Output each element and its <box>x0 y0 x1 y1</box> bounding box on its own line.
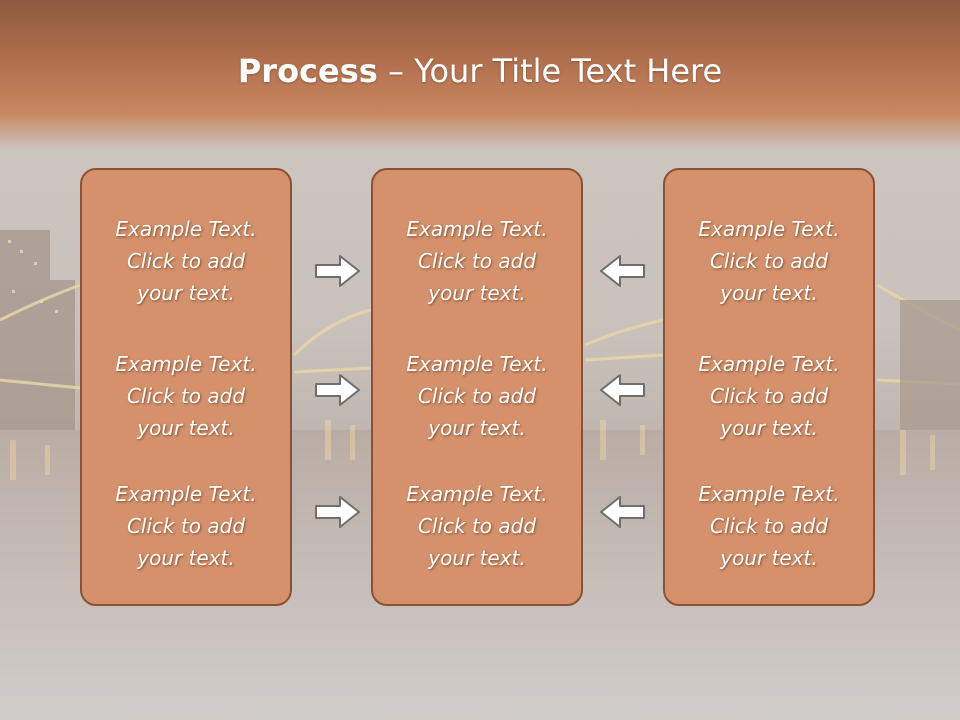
text-line: Example Text. <box>406 352 548 376</box>
text-line: Click to add <box>126 249 246 273</box>
text-block[interactable]: Example Text. Click to add your text. <box>373 478 581 574</box>
text-line: Click to add <box>417 384 537 408</box>
text-block[interactable]: Example Text. Click to add your text. <box>665 348 873 444</box>
bridge-left <box>0 283 372 390</box>
text-line: Example Text. <box>115 352 257 376</box>
right-text-panel[interactable]: Example Text. Click to add your text. Ex… <box>663 168 875 606</box>
text-line: Click to add <box>126 514 246 538</box>
text-line: Click to add <box>709 384 829 408</box>
right-arrow-icon <box>315 496 360 528</box>
text-line: your text. <box>137 546 235 570</box>
text-block[interactable]: Example Text. Click to add your text. <box>665 213 873 309</box>
text-line: Click to add <box>417 514 537 538</box>
text-block[interactable]: Example Text. Click to add your text. <box>82 348 290 444</box>
text-line: Click to add <box>709 514 829 538</box>
text-line: Click to add <box>126 384 246 408</box>
text-line: your text. <box>428 546 526 570</box>
text-block[interactable]: Example Text. Click to add your text. <box>373 348 581 444</box>
text-line: your text. <box>137 281 235 305</box>
text-line: Click to add <box>417 249 537 273</box>
text-line: Click to add <box>709 249 829 273</box>
left-text-panel[interactable]: Example Text. Click to add your text. Ex… <box>80 168 292 606</box>
title-bold: Process <box>237 52 378 90</box>
center-text-panel[interactable]: Example Text. Click to add your text. Ex… <box>371 168 583 606</box>
skyline-right <box>900 300 960 430</box>
left-arrow-icon <box>600 255 645 287</box>
slide-title[interactable]: Process – Your Title Text Here <box>0 52 960 90</box>
text-line: Example Text. <box>698 352 840 376</box>
text-line: your text. <box>137 416 235 440</box>
text-block[interactable]: Example Text. Click to add your text. <box>373 213 581 309</box>
title-band <box>0 0 960 150</box>
left-arrow-icon <box>600 496 645 528</box>
right-arrow-icon <box>315 255 360 287</box>
skyline-left <box>0 230 75 430</box>
text-line: your text. <box>720 546 818 570</box>
text-line: Example Text. <box>115 482 257 506</box>
text-line: Example Text. <box>115 217 257 241</box>
text-line: your text. <box>428 281 526 305</box>
text-line: Example Text. <box>698 217 840 241</box>
right-arrow-icon <box>315 374 360 406</box>
text-line: your text. <box>720 416 818 440</box>
text-line: your text. <box>720 281 818 305</box>
text-block[interactable]: Example Text. Click to add your text. <box>665 478 873 574</box>
text-line: Example Text. <box>406 217 548 241</box>
text-block[interactable]: Example Text. Click to add your text. <box>82 213 290 309</box>
title-rest: – Your Title Text Here <box>377 52 723 90</box>
text-block[interactable]: Example Text. Click to add your text. <box>82 478 290 574</box>
text-line: Example Text. <box>406 482 548 506</box>
left-arrow-icon <box>600 374 645 406</box>
text-line: your text. <box>428 416 526 440</box>
text-line: Example Text. <box>698 482 840 506</box>
